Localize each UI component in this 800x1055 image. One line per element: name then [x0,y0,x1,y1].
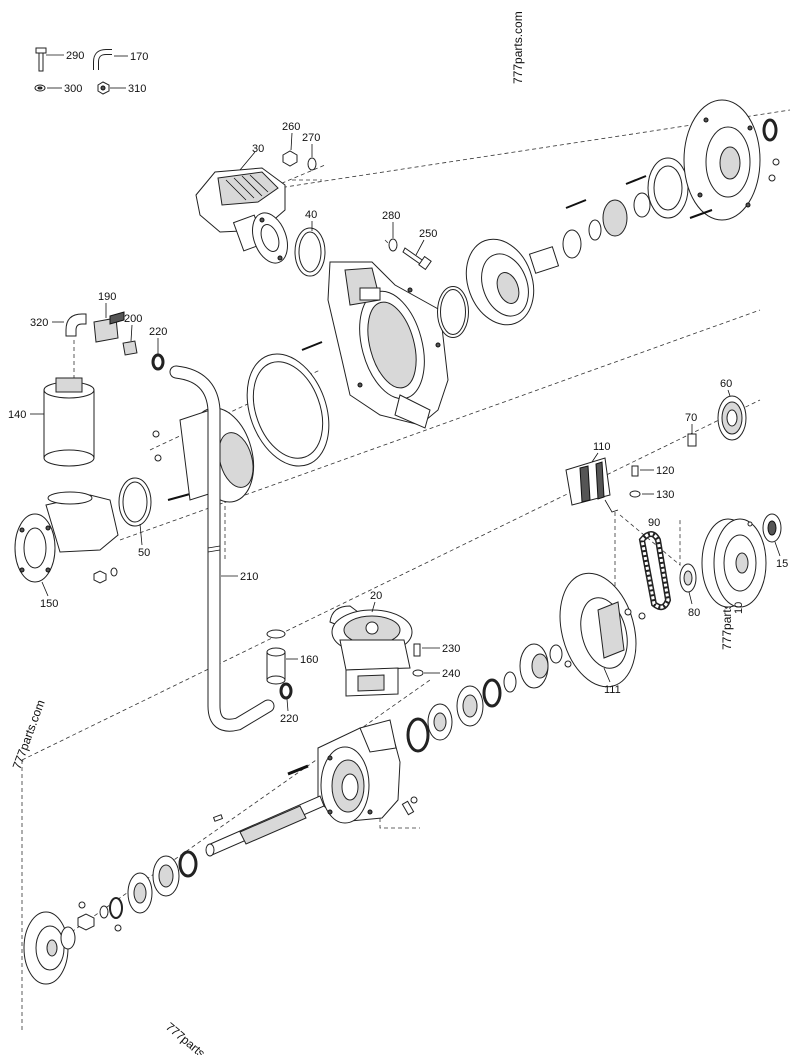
callout-280: 280 [382,210,400,222]
gasket-40: 40 [294,209,326,277]
callout-111: 111 [604,684,621,696]
strainer-housing-150: 150 [14,491,119,610]
valve-190: 190 [93,291,125,343]
filter-element-140: 140 [8,377,95,467]
callout-310: 310 [128,83,146,95]
legend-nut-310: 310 [97,81,146,95]
callout-230: 230 [442,643,460,655]
callout-190: 190 [98,291,116,303]
callout-80: 80 [688,607,700,619]
callout-130: 130 [656,489,674,501]
screw-230: 230 [413,643,460,657]
washer-280: 280 [382,210,400,252]
washer-130: 130 [629,489,674,501]
drive-pulley-10: 10 [701,518,767,614]
impeller-cover-upper [465,238,535,326]
callout-20: 20 [370,590,382,602]
callout-150: 150 [40,598,58,610]
washer-240: 240 [412,668,460,680]
callout-200: 200 [124,313,142,325]
callout-270: 270 [302,132,320,144]
motor-flange-upper [683,99,780,221]
pump-20: 20 [329,590,413,697]
sleeve-160: 160 [266,629,318,685]
legend-bolt-290: 290 [35,47,84,72]
callout-260: 260 [282,121,300,133]
nut-left [93,567,118,584]
drive-shaft [205,795,325,857]
hub-15: 15 [747,513,788,570]
callout-40: 40 [305,209,317,221]
large-gasket [246,353,330,467]
callout-170: 170 [130,51,148,63]
watermark-bottom: 777parts.com [163,1020,228,1055]
pump-housing-upper [327,261,449,429]
washer-270: 270 [302,132,320,171]
bolts-upper [167,175,713,501]
legend-elbow-fitting-170: 170 [93,49,148,70]
callout-220-upper: 220 [149,326,167,338]
pulley-80: 80 [679,563,700,619]
callout-220-lower: 220 [280,713,298,725]
callout-160: 160 [300,654,318,666]
callout-250: 250 [419,228,437,240]
callout-240: 240 [442,668,460,680]
callout-120: 120 [656,465,674,477]
watermark-left: 777parts.com [10,698,48,771]
callout-210: 210 [240,571,258,583]
callout-290: 290 [66,50,84,62]
end-pulley-lower [23,911,76,985]
pump-backplate-left [152,407,255,503]
seal-ring-upper [437,286,469,338]
callout-300: 300 [64,83,82,95]
hose-210: 210 [169,365,275,732]
screw-120: 120 [631,465,674,477]
bearing-stack-lower [77,850,198,932]
nut-260: 260 [282,121,300,167]
callout-50: 50 [138,547,150,559]
callout-30: 30 [252,143,264,155]
callout-110: 110 [593,441,611,453]
callout-70: 70 [685,412,697,424]
gearbox-housing-lower [287,719,418,824]
bearing-housing-111: 111 [559,572,646,696]
pump-head-30: 30 [195,143,288,264]
elbow-320: 320 [30,313,87,337]
callout-90: 90 [648,517,660,529]
bushing-upper [528,157,689,274]
ring-220-lower: 220 [279,682,298,725]
bearing-stack-middle [406,643,572,753]
callout-60: 60 [720,378,732,390]
callout-10: 10 [733,602,745,614]
callout-140: 140 [8,409,26,421]
fitting-200: 200 [122,313,142,356]
key-70: 70 [685,412,697,447]
callout-15: 15 [776,558,788,570]
watermark-top: 777parts.com [511,11,525,84]
bolt-250: 250 [402,228,437,271]
pulley-60: 60 [717,378,747,441]
belt-90: 90 [638,517,672,611]
ring-220-upper: 220 [149,326,167,371]
callout-320: 320 [30,317,48,329]
belt-guard-110: 110 [565,441,619,513]
gasket-50: 50 [118,477,152,559]
legend-washer-300: 300 [34,83,82,95]
